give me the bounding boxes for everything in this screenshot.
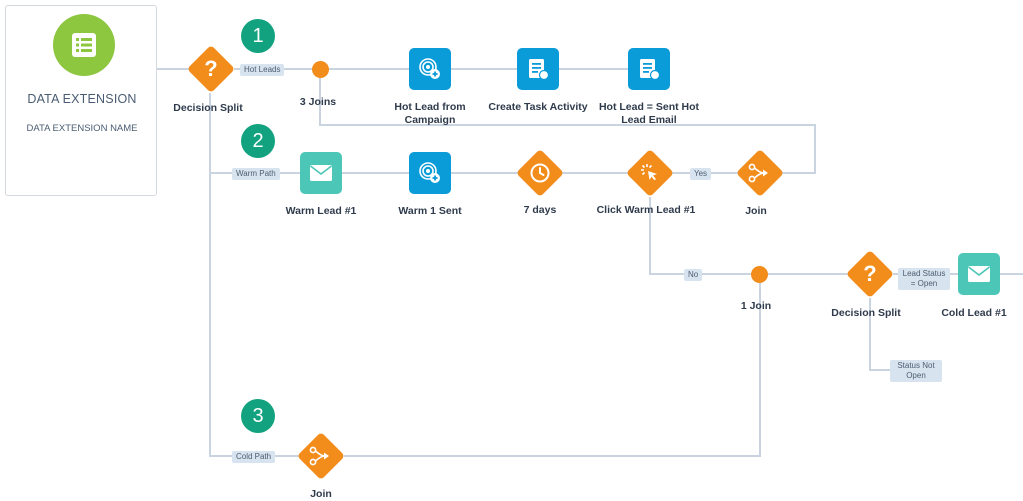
join-2-label: Join	[310, 488, 332, 500]
step-badge-2: 2	[241, 124, 275, 158]
path-label-hot-leads: Hot Leads	[240, 64, 285, 76]
join-label: Join	[745, 205, 767, 217]
one-join-label: 1 Join	[740, 300, 772, 312]
warm-sent-label: Warm 1 Sent	[398, 205, 462, 217]
click-icon	[626, 149, 674, 197]
record-update-icon	[640, 59, 661, 81]
decision-split-label: Decision Split	[173, 102, 243, 114]
email-icon	[968, 266, 990, 282]
entry-title: DATA EXTENSION	[27, 92, 137, 106]
list-icon	[53, 14, 115, 76]
hot-lead-campaign-node[interactable]	[409, 48, 451, 90]
create-task-node[interactable]	[517, 48, 559, 90]
question-icon: ?	[863, 261, 877, 286]
email-icon	[310, 165, 332, 181]
target-icon	[419, 58, 440, 79]
hot-lead-sent-label: Hot Lead = Sent Hot Lead Email	[598, 101, 700, 126]
hot-lead-sent-node[interactable]	[628, 48, 670, 90]
create-task-label: Create Task Activity	[488, 101, 588, 113]
target-icon	[419, 162, 440, 183]
cold-lead-label: Cold Lead #1	[941, 307, 1007, 319]
engagement-split-label: Click Warm Lead #1	[596, 204, 696, 216]
join-point-node[interactable]	[312, 61, 329, 78]
path-label-lead-status-open: Lead Status = Open	[898, 268, 950, 290]
entry-subtitle: DATA EXTENSION NAME	[26, 123, 138, 134]
warm-sent-node[interactable]	[409, 152, 451, 194]
single-join-point-node[interactable]	[751, 266, 768, 283]
path-label-status-not-open: Status Not Open	[890, 360, 942, 382]
step-badge-3: 3	[241, 399, 275, 433]
path-label-cold-path: Cold Path	[232, 451, 276, 463]
warm-lead-label: Warm Lead #1	[285, 205, 357, 217]
task-list-icon	[529, 59, 550, 81]
path-label-yes: Yes	[690, 168, 712, 180]
decision-split-2-label: Decision Split	[831, 307, 901, 319]
step-badge-1: 1	[241, 19, 275, 53]
join-icon	[736, 149, 784, 197]
hot-lead-campaign-label: Hot Lead from Campaign	[394, 101, 466, 126]
question-icon: ?	[204, 56, 218, 81]
join-icon	[297, 432, 345, 480]
clock-icon	[516, 149, 564, 197]
three-joins-label: 3 Joins	[299, 96, 337, 108]
entry-source-card[interactable]: DATA EXTENSION DATA EXTENSION NAME	[5, 5, 157, 196]
path-label-warm-path: Warm Path	[232, 168, 280, 180]
warm-lead-email-node[interactable]	[300, 152, 342, 194]
wait-label: 7 days	[523, 204, 557, 216]
cold-lead-email-node[interactable]	[958, 253, 1000, 295]
path-label-no: No	[684, 269, 703, 281]
